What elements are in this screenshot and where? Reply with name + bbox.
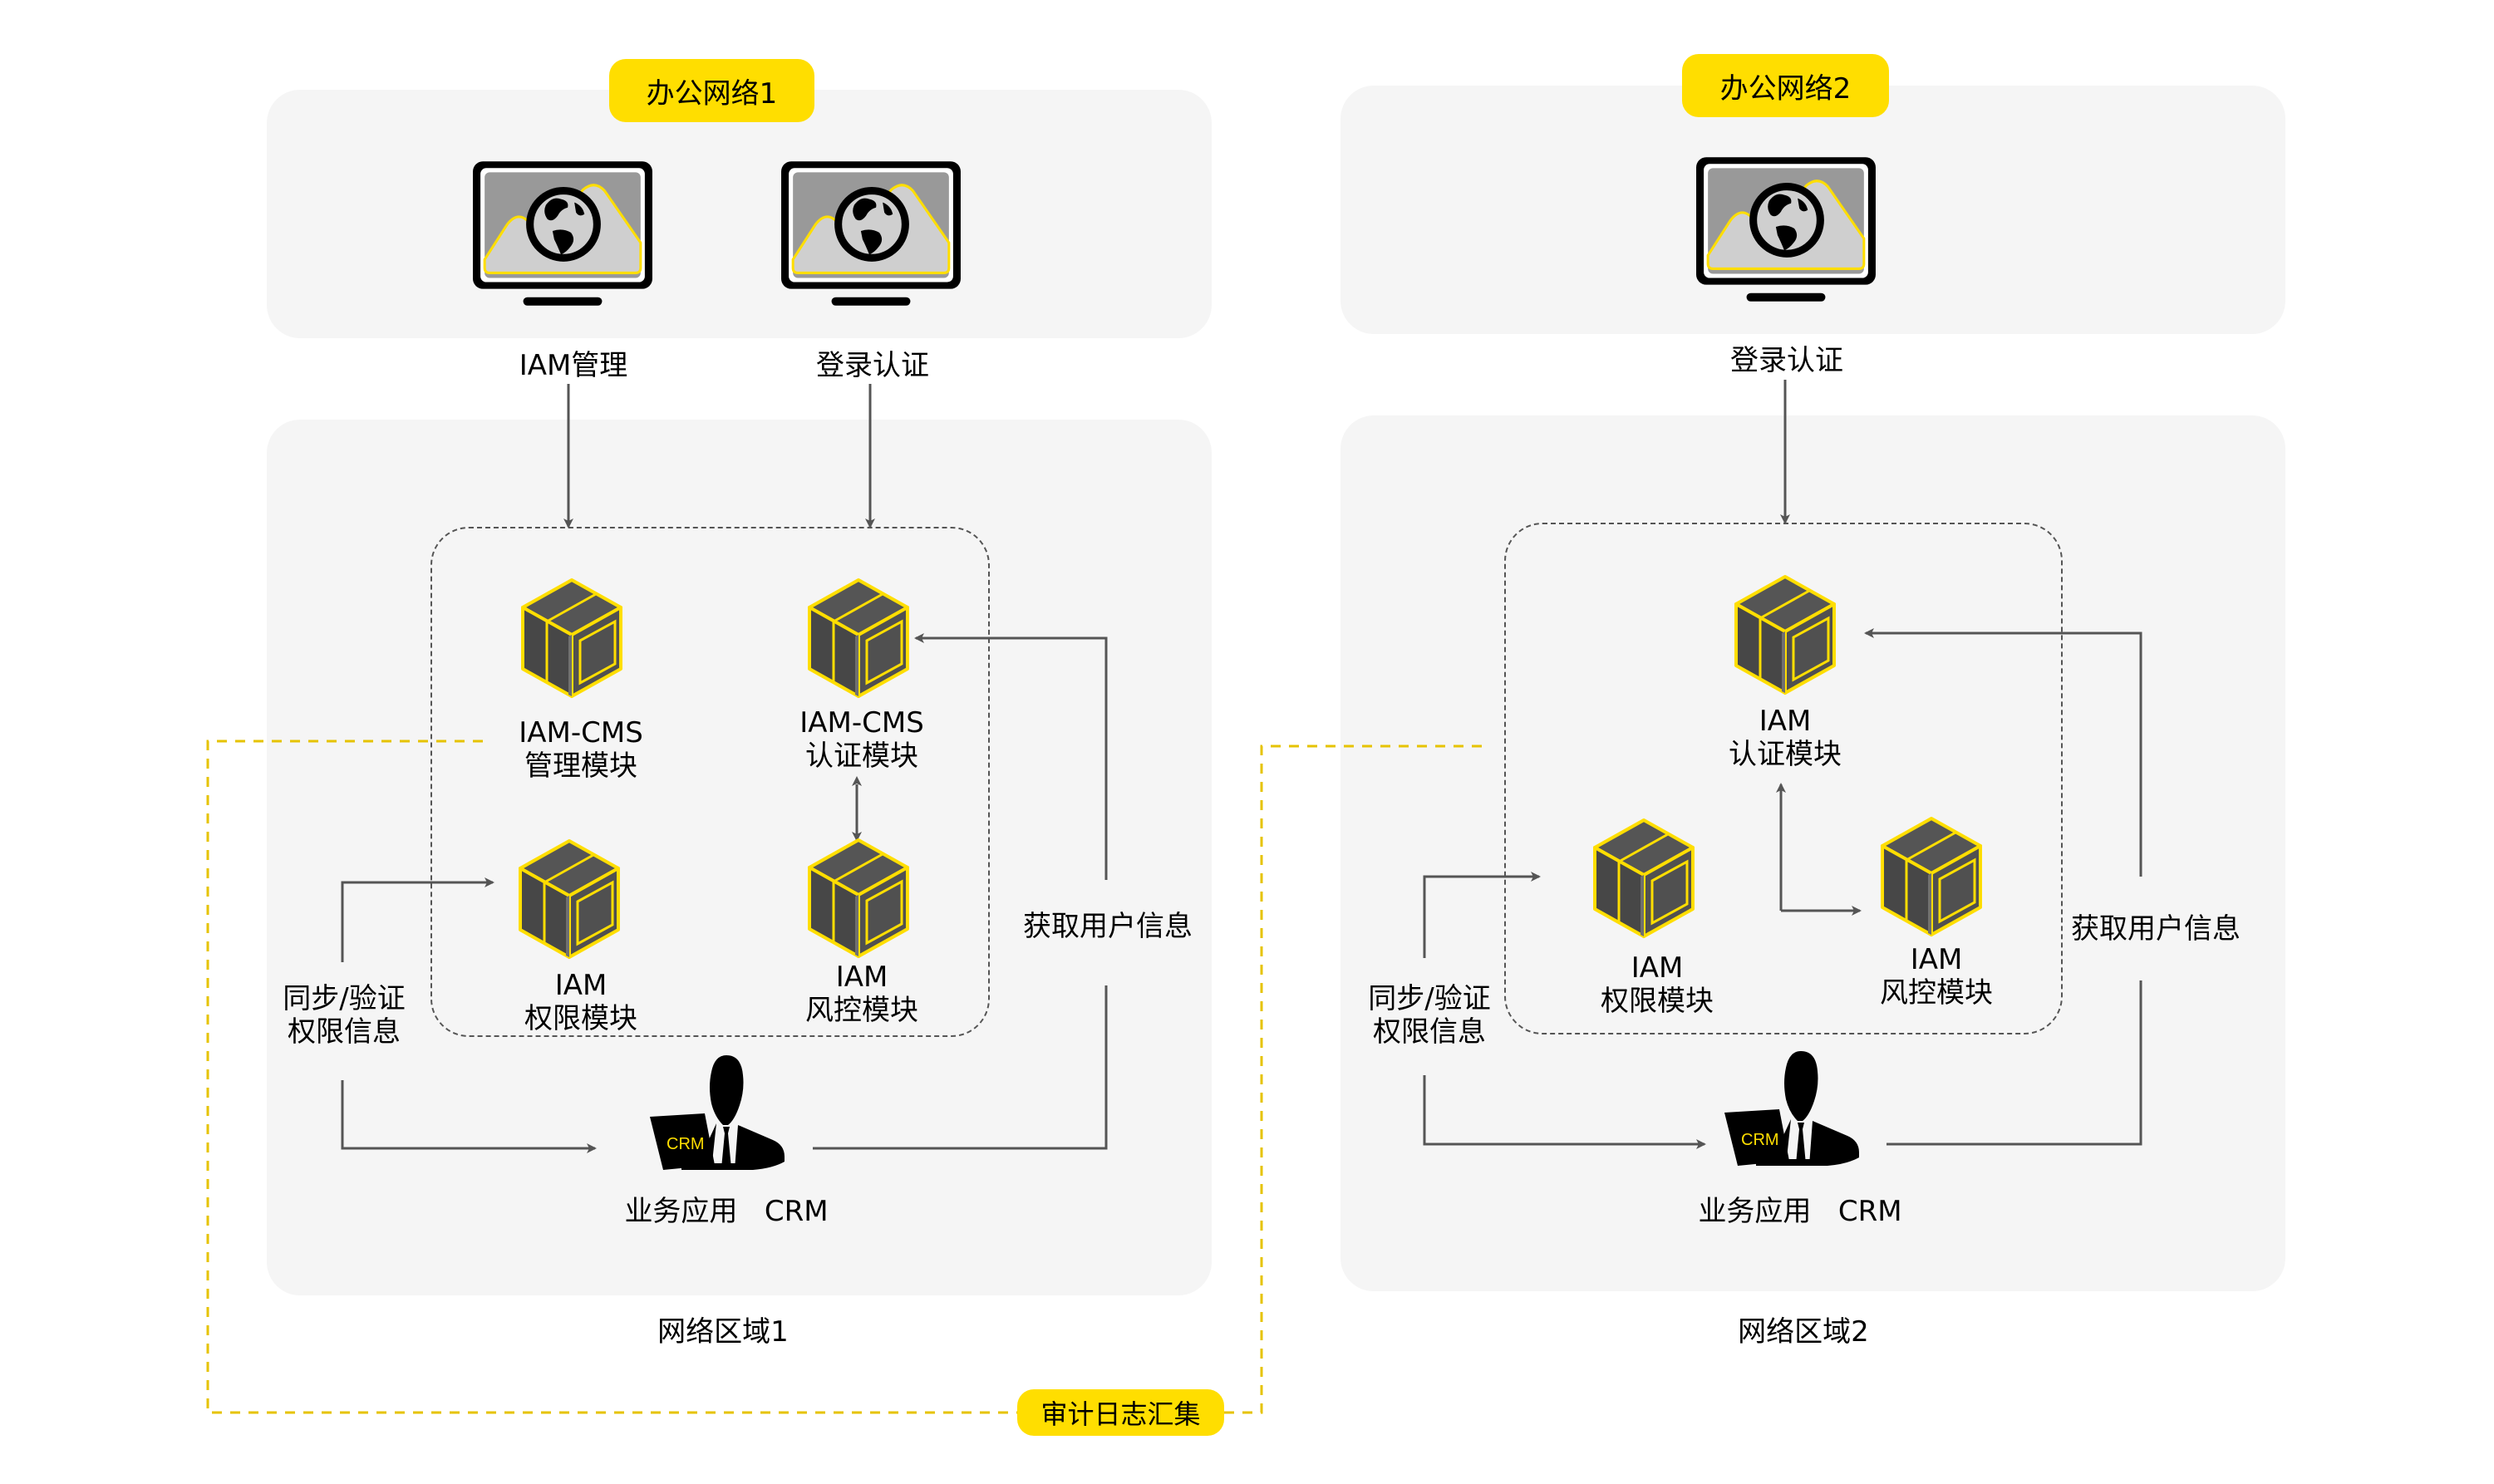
network-zone-1-label: 网络区域1 — [657, 1315, 789, 1349]
monitor-globe-icon — [779, 159, 963, 309]
office-network-1-panel — [267, 90, 1212, 338]
client-label-iam-mgmt: IAM管理 — [519, 349, 628, 382]
server-cube-icon — [518, 838, 621, 963]
server-cube-icon — [1734, 574, 1837, 699]
module-label-risk-1: IAM 风控模块 — [805, 961, 918, 1027]
sync-label-1: 同步/验证 权限信息 — [283, 982, 406, 1049]
audit-log-badge-text: 审计日志汇集 — [1040, 1398, 1201, 1430]
server-cube-icon — [807, 838, 910, 962]
module-label-perm-2: IAM 权限模块 — [1601, 951, 1714, 1018]
client-label-login-1: 登录认证 — [816, 349, 929, 382]
fetch-user-info-label-2: 获取用户信息 — [2071, 912, 2241, 946]
server-cube-icon — [520, 577, 623, 702]
office-network-1-badge-text: 办公网络1 — [646, 76, 778, 111]
monitor-globe-icon — [1694, 155, 1878, 305]
module-label-perm-1: IAM 权限模块 — [524, 969, 637, 1035]
monitor-globe-icon — [470, 159, 655, 309]
module-label-auth-2: IAM 认证模块 — [1729, 705, 1842, 771]
crm-user-icon: CRM — [648, 1054, 790, 1177]
crm-screen-text: CRM — [1741, 1131, 1779, 1149]
server-cube-icon — [1880, 816, 1983, 941]
audit-log-badge: 审计日志汇集 — [1017, 1389, 1224, 1436]
office-network-1-badge: 办公网络1 — [609, 59, 814, 122]
module-label-mgmt-1: IAM-CMS 管理模块 — [519, 716, 643, 783]
server-cube-icon — [807, 577, 910, 702]
fetch-user-info-label-1: 获取用户信息 — [1023, 910, 1193, 943]
crm-app-label-2: 业务应用 CRM — [1698, 1195, 1902, 1228]
module-label-auth-1: IAM-CMS 认证模块 — [799, 706, 924, 773]
server-cube-icon — [1592, 818, 1695, 942]
client-label-login-2: 登录认证 — [1730, 344, 1843, 377]
network-zone-2-label: 网络区域2 — [1738, 1315, 1869, 1349]
crm-user-icon: CRM — [1723, 1049, 1864, 1173]
module-label-risk-2: IAM 风控模块 — [1880, 943, 1993, 1010]
office-network-2-badge: 办公网络2 — [1682, 54, 1889, 117]
crm-app-label-1: 业务应用 CRM — [624, 1195, 829, 1228]
sync-label-2: 同步/验证 权限信息 — [1368, 982, 1491, 1049]
office-network-2-badge-text: 办公网络2 — [1719, 71, 1852, 106]
crm-screen-text: CRM — [667, 1135, 705, 1153]
